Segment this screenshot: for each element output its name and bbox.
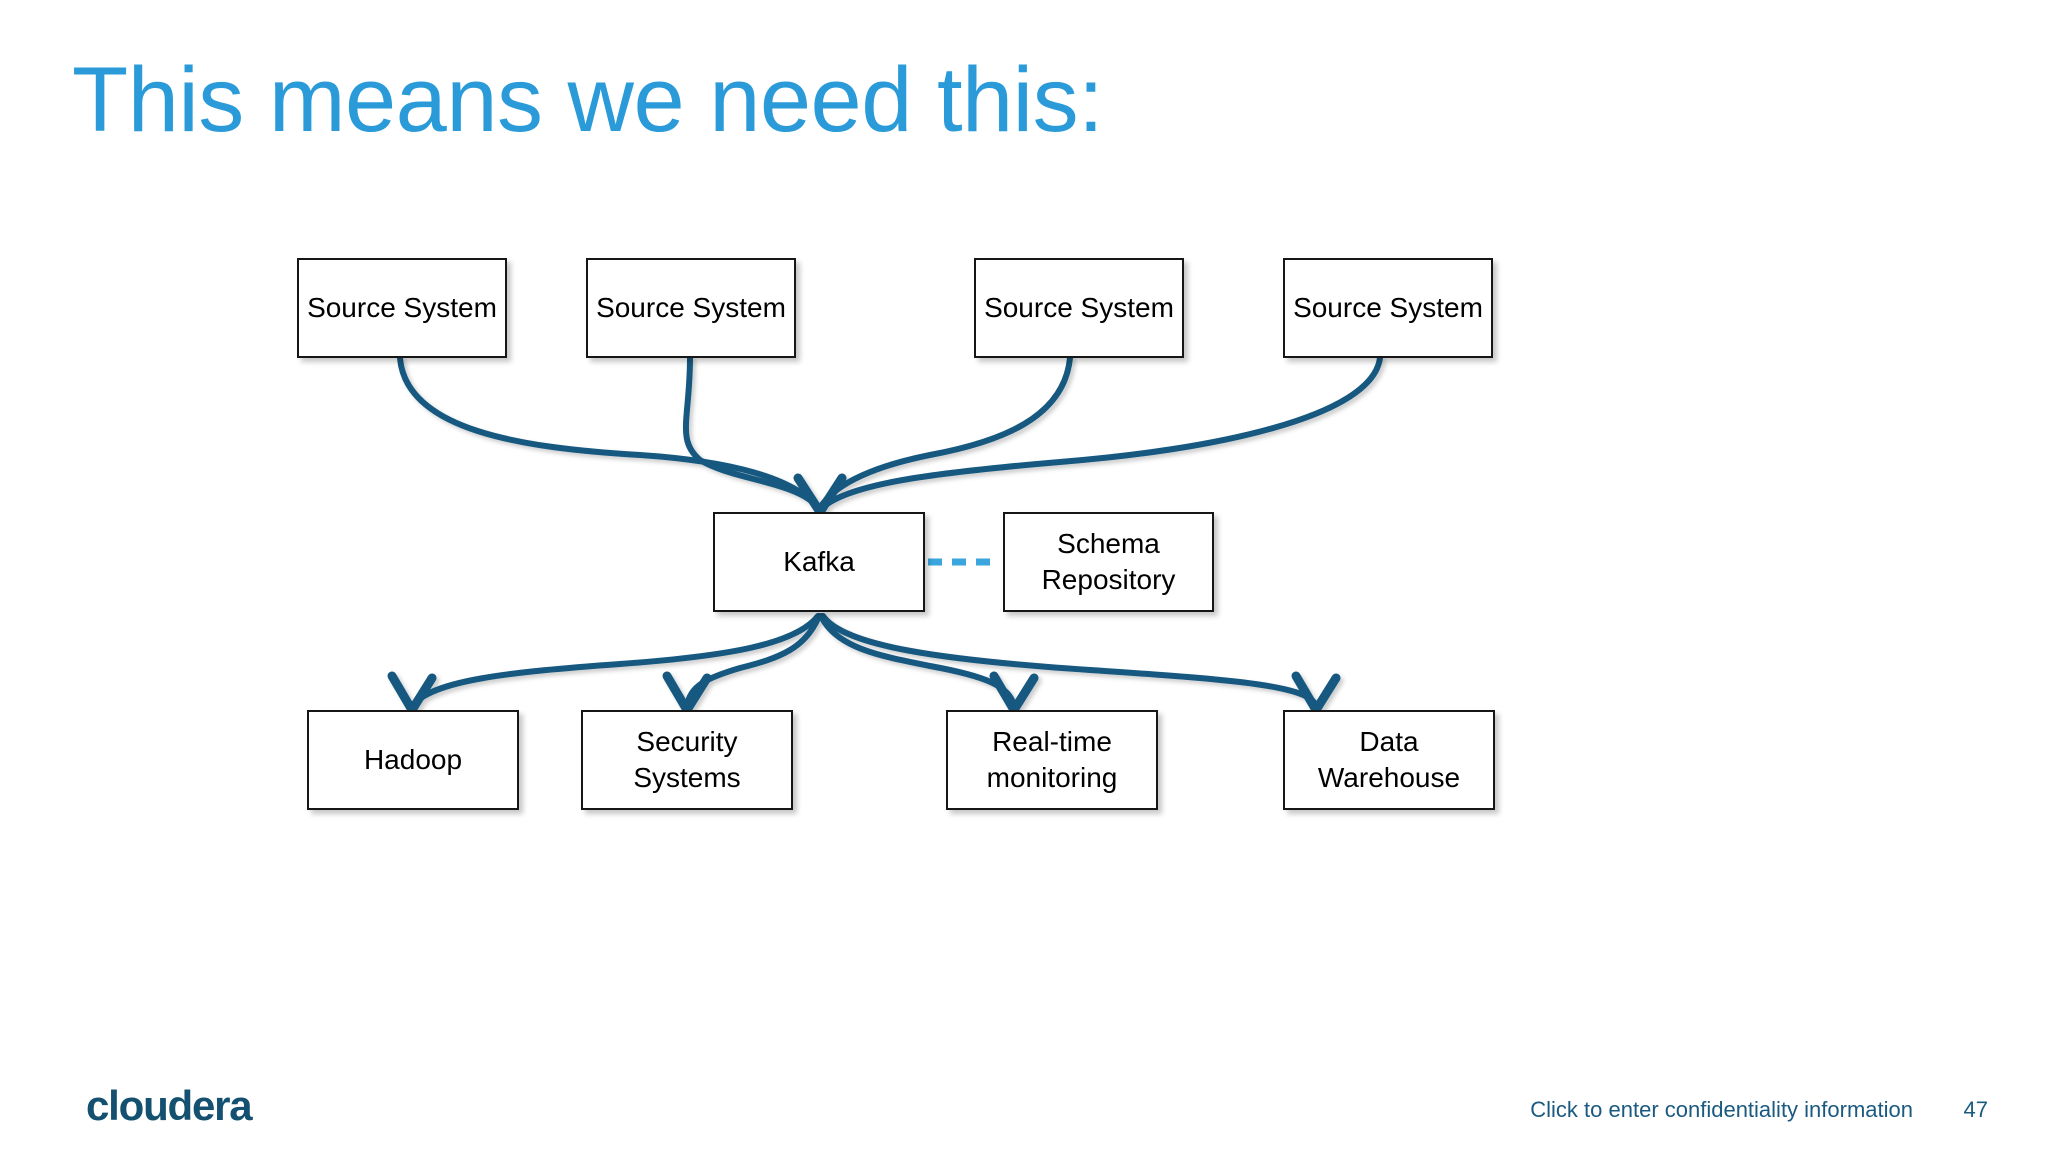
node-security-systems[interactable]: Security Systems	[581, 710, 793, 810]
node-label: Source System	[307, 292, 497, 324]
arrowhead-into-security	[662, 671, 712, 715]
edge-kafka-to-hadoop	[409, 613, 821, 709]
arrowhead-into-kafka	[793, 473, 847, 517]
node-label-line1: Security	[636, 726, 738, 758]
node-label-line1: Hadoop	[363, 744, 463, 776]
edge-kafka-to-warehouse	[820, 613, 1319, 709]
node-real-time-monitoring[interactable]: Real-time monitoring	[946, 710, 1158, 810]
node-label-line2: Repository	[1041, 564, 1176, 595]
edge-source3-to-kafka	[817, 355, 1073, 511]
node-label-line2: Systems	[633, 762, 741, 793]
node-source-system-3[interactable]: Source System	[974, 258, 1184, 358]
node-data-warehouse[interactable]: Data Warehouse	[1283, 710, 1495, 810]
node-schema-repository[interactable]: Schema Repository	[1003, 512, 1214, 612]
arrowhead-into-realtime	[989, 671, 1039, 715]
node-label-line2: monitoring	[986, 762, 1118, 793]
node-label-line2: Warehouse	[1317, 762, 1461, 793]
node-hadoop[interactable]: Hadoop	[307, 710, 519, 810]
node-source-system-4[interactable]: Source System	[1283, 258, 1493, 358]
node-label: Source System	[1293, 292, 1483, 324]
node-source-system-2[interactable]: Source System	[586, 258, 796, 358]
node-label: Source System	[596, 292, 786, 324]
page-number: 47	[1963, 1097, 1988, 1122]
node-label-line1: Real-time	[992, 726, 1112, 758]
arrowhead-into-hadoop	[387, 671, 437, 715]
cloudera-logo: cloudera	[86, 1082, 253, 1129]
edge-kafka-to-realtime	[818, 613, 1017, 709]
confidentiality-note[interactable]: Click to enter confidentiality informati…	[1530, 1097, 1913, 1122]
edge-source4-to-kafka	[819, 355, 1383, 511]
arrowhead-into-warehouse	[1291, 671, 1341, 715]
node-label-line1: Data	[1359, 726, 1419, 758]
node-label: Kafka	[783, 546, 855, 578]
node-label: Source System	[984, 292, 1174, 324]
edge-kafka-to-security	[684, 613, 822, 709]
node-label-line1: Schema	[1057, 528, 1160, 560]
page-title: This means we need this:	[72, 49, 1104, 151]
node-kafka[interactable]: Kafka	[713, 512, 925, 612]
edge-source2-to-kafka	[682, 355, 821, 511]
node-source-system-1[interactable]: Source System	[297, 258, 507, 358]
edge-source1-to-kafka	[397, 355, 821, 511]
